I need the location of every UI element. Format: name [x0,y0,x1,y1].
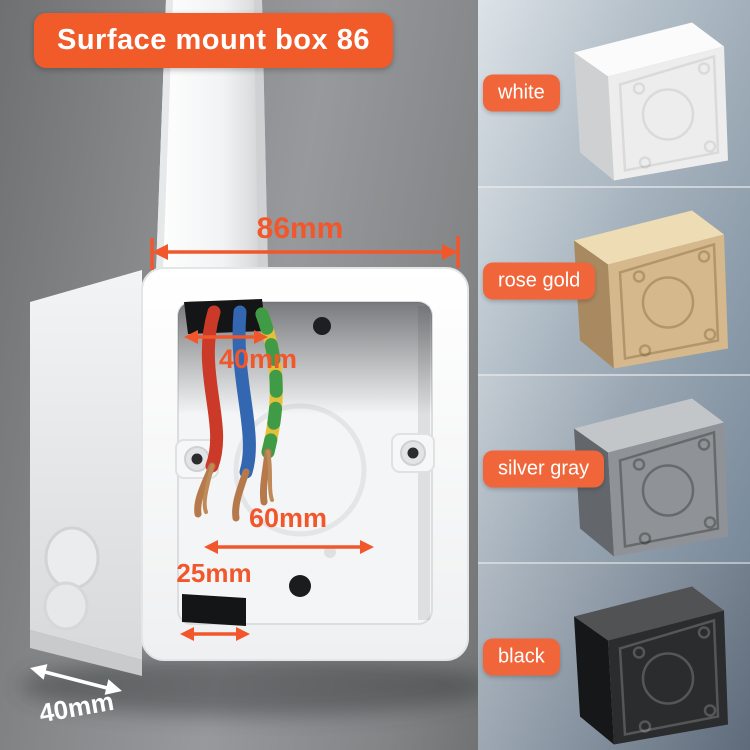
variant-row-white: white [478,0,750,186]
mount-box [30,267,469,676]
variant-row-rose-gold: rose gold [478,186,750,374]
variant-label: rose gold [498,269,581,292]
variant-label: black [498,645,545,668]
wires [194,305,283,522]
dimension-label: 86mm [257,212,344,245]
dimension-label: 40mm [219,344,297,374]
mount-box-illustration: 86mm 40mm 60mm [20,0,478,728]
red-wire [194,305,224,518]
earth-wire [255,307,283,506]
variant-box-photo-black [574,586,728,745]
bottom-mount-hole [289,575,311,597]
variant-row-silver-gray: silver gray [478,374,750,562]
title-banner: Surface mount box 86 [34,13,393,68]
variant-badge: rose gold [483,262,596,300]
variant-badge: white [483,74,560,112]
variant-row-black: black [478,562,750,750]
dimension-label: 60mm [249,503,327,533]
top-knockout-slot [184,299,266,334]
variant-box-photo-silver-gray [574,398,728,557]
top-mount-hole [313,317,331,335]
dimension-label: 25mm [176,558,251,588]
dimension-top-knockout: 40mm [184,330,297,374]
variant-badge: black [483,638,560,676]
color-variant-column: white rose gold [478,0,750,750]
dimension-inner-width: 60mm [204,503,374,554]
dimension-outer-width: 86mm [150,212,460,270]
right-screw-boss [391,433,435,473]
bottom-knockout-slot [182,594,246,626]
main-photo: 86mm 40mm 60mm [0,0,478,750]
cable-conduit [156,0,268,272]
blue-wire [232,305,256,522]
variant-label: white [498,81,545,104]
variant-badge: silver gray [483,450,605,488]
variant-box-photo-white [574,22,728,181]
variant-label: silver gray [498,457,590,480]
page-title: Surface mount box 86 [57,24,370,56]
dimension-bottom-knockout: 25mm [176,558,252,641]
